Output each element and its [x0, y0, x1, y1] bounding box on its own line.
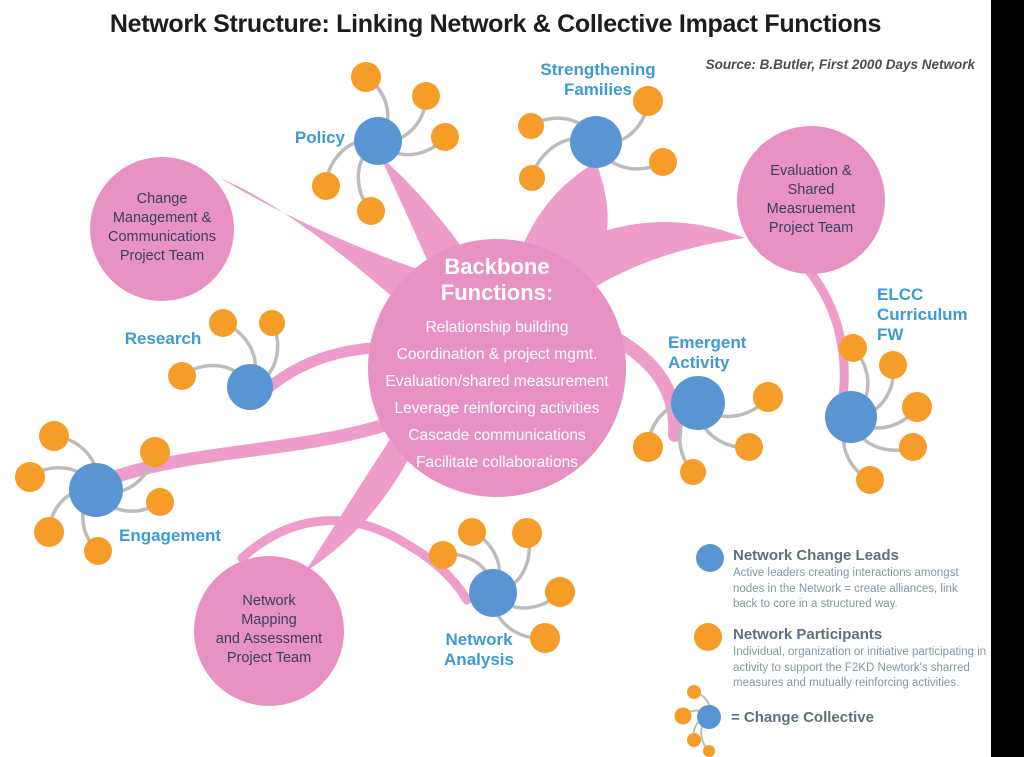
- participant-node-policy: [357, 197, 385, 225]
- participant-node-policy: [431, 123, 459, 151]
- team-label-evaluation-shared-measurement: Evaluation & Shared Measruement Project …: [766, 163, 856, 236]
- backbone-function: Cascade communications: [408, 427, 586, 444]
- legend-participants-description: Individual, organization or initiative p…: [733, 646, 987, 689]
- participant-node-strengthening-families: [518, 113, 544, 139]
- cluster-label-policy: Policy: [294, 128, 345, 147]
- team-label-network-mapping: Network Mapping and Assessment Project T…: [215, 593, 323, 666]
- backbone-function: Leverage reinforcing activities: [394, 400, 600, 417]
- participant-node-engagement: [15, 462, 45, 492]
- cluster-label-network-analysis: Network Analysis: [444, 630, 514, 669]
- legend-change-collective-icon: [687, 733, 701, 747]
- legend-change-lead-icon: [696, 544, 724, 572]
- participant-node-engagement: [146, 488, 174, 516]
- participant-node-network-analysis: [512, 518, 542, 548]
- legend-change-collective-label: = Change Collective: [731, 709, 874, 726]
- legend-change-collective-icon: [697, 705, 721, 729]
- legend-change-leads-description: Active leaders creating interactions amo…: [733, 567, 959, 610]
- swoosh-network-mapping: [305, 436, 408, 572]
- swoosh-engagement: [105, 417, 395, 485]
- participant-node-policy: [312, 172, 340, 200]
- participant-node-engagement: [34, 517, 64, 547]
- participant-node-research: [259, 310, 285, 336]
- change-lead-node-network-analysis: [469, 569, 517, 617]
- project-team-circle-change-management: [90, 157, 234, 301]
- change-lead-node-emergent-activity: [671, 376, 725, 430]
- participant-node-engagement: [84, 537, 112, 565]
- participant-node-network-analysis: [458, 518, 486, 546]
- cluster-label-strengthening-families: Strengthening Families: [540, 60, 656, 99]
- backbone-functions-circle: [368, 239, 626, 497]
- participant-node-network-analysis: [429, 541, 457, 569]
- swoosh-change-management: [220, 178, 426, 300]
- swoosh-research: [260, 342, 378, 396]
- change-lead-node-policy: [354, 117, 402, 165]
- participant-node-elcc: [899, 433, 927, 461]
- participant-node-engagement: [39, 421, 69, 451]
- participant-node-elcc: [902, 392, 932, 422]
- participant-node-engagement: [140, 437, 170, 467]
- backbone-function: Facilitate collaborations: [416, 454, 578, 471]
- legend-participants-title: Network Participants: [733, 626, 883, 643]
- participant-node-research: [168, 362, 196, 390]
- participant-node-elcc: [856, 466, 884, 494]
- cluster-label-emergent-activity: Emergent Activity: [668, 333, 747, 372]
- swoosh-mapping-analysis: [237, 516, 472, 605]
- change-lead-node-elcc: [825, 391, 877, 443]
- participant-node-emergent-activity: [753, 382, 783, 412]
- change-lead-node-strengthening-families: [570, 116, 622, 168]
- participant-node-policy: [351, 62, 381, 92]
- participant-node-policy: [412, 82, 440, 110]
- team-label-change-management: Change Management & Communications Proje…: [108, 191, 216, 264]
- cluster-label-engagement: Engagement: [118, 526, 222, 545]
- participant-node-network-analysis: [545, 577, 575, 607]
- participant-node-elcc: [879, 351, 907, 379]
- participant-node-strengthening-families: [649, 148, 677, 176]
- backbone-function: Relationship building: [425, 319, 569, 336]
- backbone-functions-block: Backbone Functions: Relationship buildin…: [367, 254, 627, 476]
- swoosh-evaluation: [555, 221, 745, 290]
- legend-change-leads-title: Network Change Leads: [733, 547, 899, 564]
- participant-node-emergent-activity: [735, 433, 763, 461]
- source-attribution: Source: B.Butler, First 2000 Days Networ…: [705, 57, 975, 72]
- cluster-label-research: Research: [124, 329, 202, 348]
- cluster-label-elcc-curriculum-fw: ELCC Curriculum FW: [877, 285, 968, 344]
- legend-change-collective-icon: [674, 707, 692, 725]
- participant-node-strengthening-families: [633, 86, 663, 116]
- change-lead-node-research: [227, 364, 273, 410]
- participant-node-emergent-activity: [680, 459, 706, 485]
- screen-edge-black-bar: [991, 0, 1024, 757]
- legend-change-collective-icon: [703, 745, 715, 757]
- legend-change-collective-icon: [687, 685, 701, 699]
- project-team-circle-evaluation: [737, 126, 885, 274]
- participant-node-network-analysis: [530, 623, 560, 653]
- change-lead-node-engagement: [69, 463, 123, 517]
- legend-participant-icon: [694, 623, 722, 651]
- backbone-function: Coordination & project mgmt.: [396, 346, 598, 363]
- backbone-heading: Backbone Functions:: [440, 254, 554, 305]
- participant-node-research: [209, 309, 237, 337]
- participant-node-strengthening-families: [519, 165, 545, 191]
- swoosh-evaluation-elcc: [805, 267, 849, 403]
- participant-node-emergent-activity: [633, 432, 663, 462]
- project-team-circle-network-mapping: [194, 556, 344, 706]
- page-title: Network Structure: Linking Network & Col…: [109, 10, 882, 38]
- backbone-function: Evaluation/shared measurement: [385, 373, 609, 390]
- participant-node-elcc: [839, 334, 867, 362]
